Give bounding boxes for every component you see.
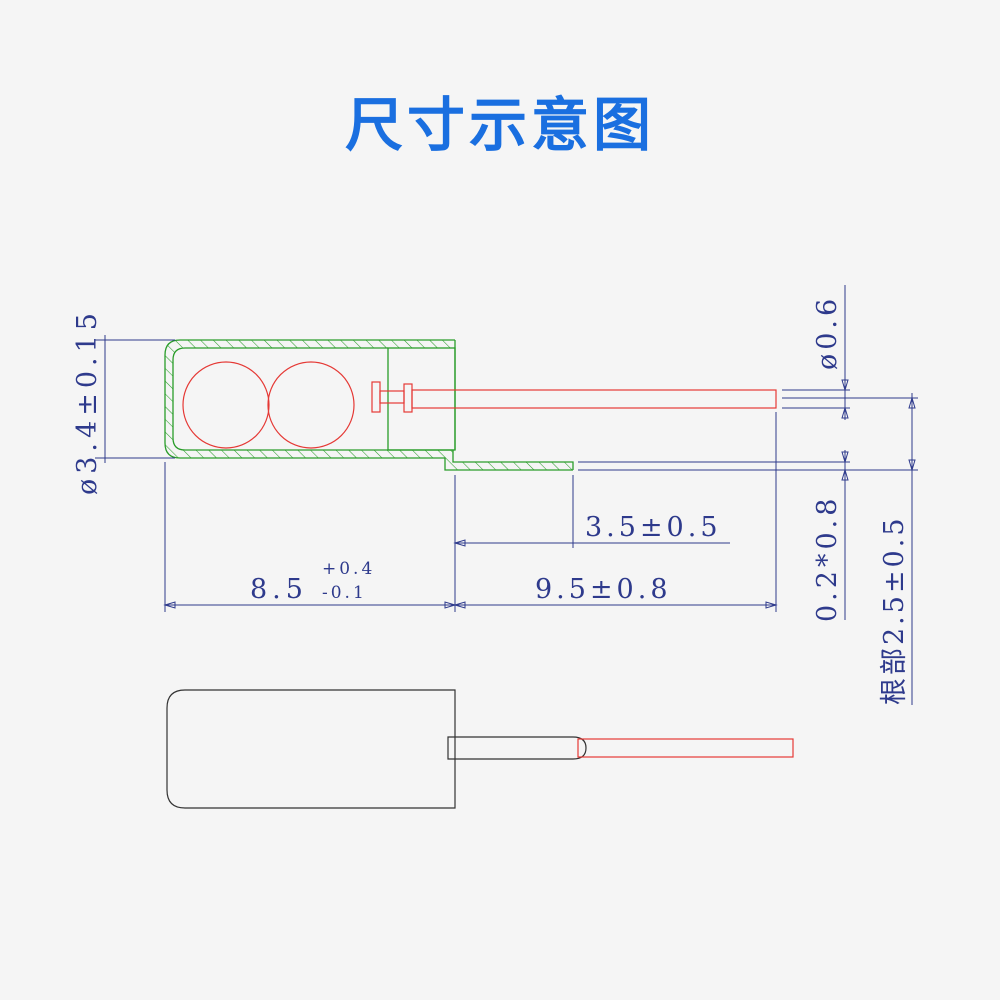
connector-ring-2 xyxy=(403,383,413,413)
lead-wire xyxy=(411,389,777,409)
dim-tab-thickness: 0.2*0.8 xyxy=(812,495,843,622)
exterior-view xyxy=(166,689,794,809)
dim-diameter-wire: ø0.6 xyxy=(812,295,843,370)
dim-diameter-body: ø3.4±0.15 xyxy=(72,308,103,495)
exterior-wire xyxy=(577,738,794,758)
dim-length-tab: 3.5±0.5 xyxy=(585,512,722,543)
section-view xyxy=(164,339,777,471)
ntc-bead-2 xyxy=(267,361,355,449)
page-title: 尺寸示意图 xyxy=(344,91,655,159)
dim-length-body: 8.5 xyxy=(250,574,308,605)
ntc-bead-1 xyxy=(182,361,270,449)
connector-core xyxy=(379,390,405,404)
connector-ring-1 xyxy=(371,381,381,413)
exterior-tab xyxy=(447,736,587,760)
dim-length-lead: 9.5±0.8 xyxy=(535,574,672,605)
epoxy-fill xyxy=(387,347,456,451)
casing-hatch xyxy=(165,340,573,470)
dim-length-body-tol-plus: +0.4 xyxy=(322,559,375,579)
dim-length-body-tol-minus: -0.1 xyxy=(322,583,367,603)
exterior-body xyxy=(166,689,456,809)
dim-root-length: 根部2.5±0.5 xyxy=(879,515,910,705)
dimension-lines xyxy=(95,285,918,705)
